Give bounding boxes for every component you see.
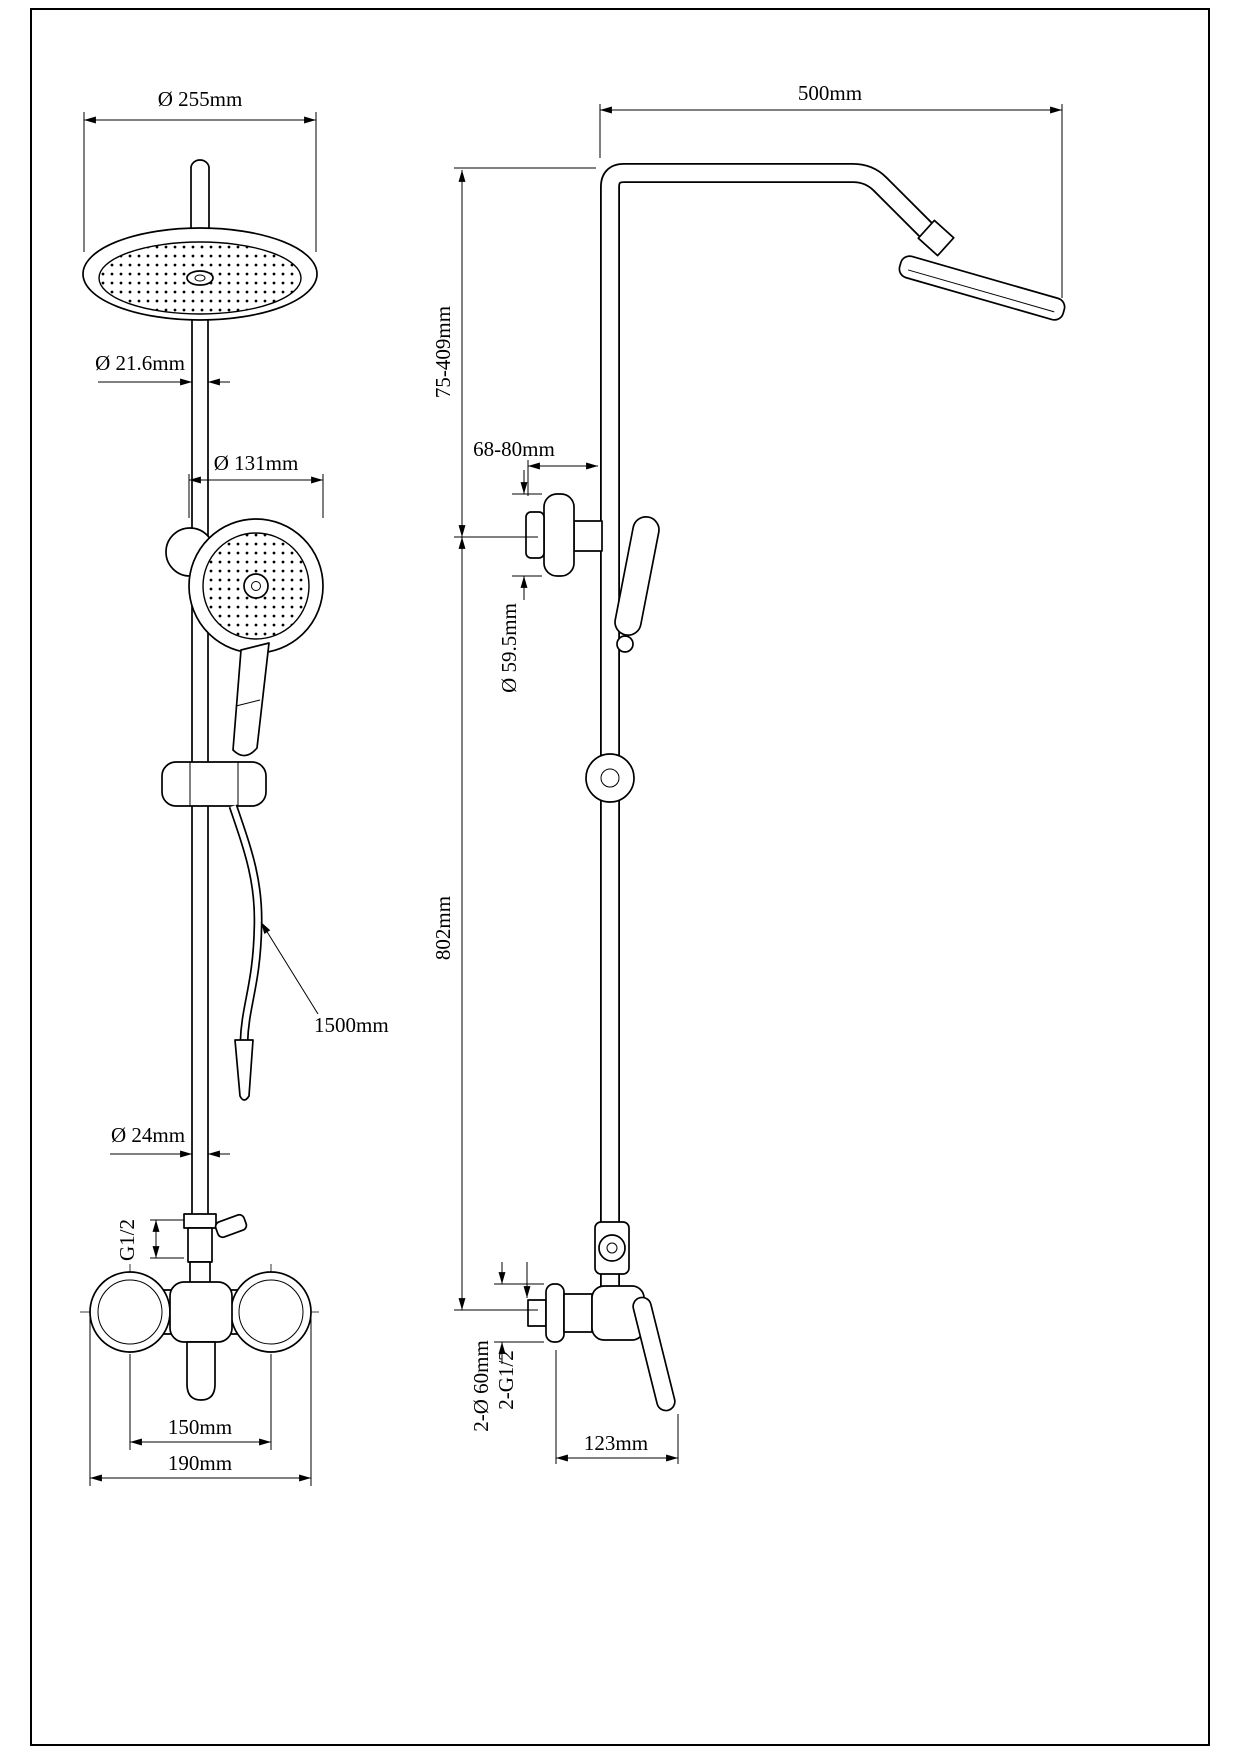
wall-bracket-upper (525, 493, 603, 577)
dim-hose-length-label: 1500mm (314, 1013, 389, 1037)
valve-flange (545, 1283, 565, 1343)
dim-lower-pipe-diameter-label: Ø 24mm (111, 1123, 185, 1147)
bracket-neck (573, 520, 603, 552)
dim-pipe-diameter-label: Ø 21.6mm (95, 351, 185, 375)
dim-escutcheon-diameter-label: Ø 59.5mm (497, 603, 521, 693)
slider-clamp-body (161, 761, 267, 807)
mixer-center-body (169, 1281, 233, 1343)
dim-port-spacing-label: 150mm (168, 1415, 232, 1439)
slider-clamp (161, 761, 267, 807)
handle-grip-line (235, 699, 261, 707)
head-disc-side (898, 255, 1066, 321)
pipe-fill (601, 164, 937, 1290)
dim-connection-thread-label: 2-G1/2 (494, 1350, 518, 1410)
diverter-tee (183, 1213, 248, 1287)
hand-shower-handle (232, 642, 270, 757)
knob-outer (585, 753, 635, 803)
mixer-left-flange (89, 1271, 171, 1353)
mixer-valve (89, 1271, 312, 1401)
tee-lever (214, 1213, 248, 1239)
dim-inlet-thread-label: G1/2 (115, 1219, 139, 1261)
hand-shower-side (614, 516, 660, 653)
tee-body (187, 1227, 213, 1263)
mixer-right-flange-inner (238, 1279, 304, 1345)
side-view: 500mm 75-409mm 68-80mm Ø 59.5mm 802mm (431, 81, 1066, 1464)
shower-hose (228, 804, 263, 1101)
shower-head-side (898, 255, 1066, 321)
dim-flange-diameter-label: 2-Ø 60mm (469, 1340, 493, 1432)
slider-knob (585, 753, 635, 803)
head-face-line (907, 269, 1055, 313)
hand-shower (188, 518, 324, 757)
valve-wall-stub (527, 1299, 547, 1327)
hanging-ring (616, 635, 634, 653)
pipe-outline (600, 163, 939, 1290)
valve-mid-body (563, 1293, 593, 1333)
column-bottom-fitting (594, 1221, 630, 1275)
dim-head-diameter-label: Ø 255mm (158, 87, 243, 111)
side-view-dimensions: 500mm 75-409mm 68-80mm Ø 59.5mm 802mm (431, 81, 1063, 1464)
mixer-right-flange (230, 1271, 312, 1353)
dim-valve-depth-label: 123mm (584, 1431, 648, 1455)
dim-column-height-label: 802mm (431, 896, 455, 960)
bracket-wall-stub (525, 511, 545, 559)
fitting-port (598, 1234, 626, 1262)
front-view: Ø 255mm Ø 21.6mm Ø 131mm 1500mm Ø 24mm G… (80, 87, 389, 1486)
hand-shower-paddle (614, 516, 660, 636)
dim-hand-shower-diameter-label: Ø 131mm (214, 451, 299, 475)
dim-height-range-label: 75-409mm (431, 306, 455, 398)
dim-body-width-label: 190mm (168, 1451, 232, 1475)
hand-shower-center-dot (251, 581, 261, 591)
bracket-escutcheon (543, 493, 575, 577)
hand-shower-center (243, 573, 269, 599)
rain-shower-head (82, 159, 318, 321)
head-nut-shape (917, 219, 955, 257)
drawing-border (30, 8, 1210, 1746)
dim-wall-clearance-label: 68-80mm (473, 437, 555, 461)
hose-inner (230, 805, 261, 1043)
head-nut-side (917, 219, 955, 257)
hose-end-fitting (234, 1039, 254, 1101)
tee-collar (183, 1213, 217, 1229)
head-center-dot (194, 274, 206, 282)
dim-arm-length-label: 500mm (798, 81, 862, 105)
front-view-dimensions: Ø 255mm Ø 21.6mm Ø 131mm 1500mm Ø 24mm G… (83, 87, 389, 1486)
mixer-left-flange-inner (97, 1279, 163, 1345)
head-pipe-stub (190, 159, 210, 233)
shower-column-and-arm (600, 163, 939, 1290)
fitting-port-inner (606, 1242, 618, 1254)
mixer-spout (186, 1341, 216, 1401)
leader-line (260, 921, 319, 1015)
knob-inner (600, 768, 620, 788)
valve-handle (632, 1296, 676, 1412)
mixer-valve-side (527, 1283, 676, 1412)
head-center-cap (186, 270, 214, 286)
